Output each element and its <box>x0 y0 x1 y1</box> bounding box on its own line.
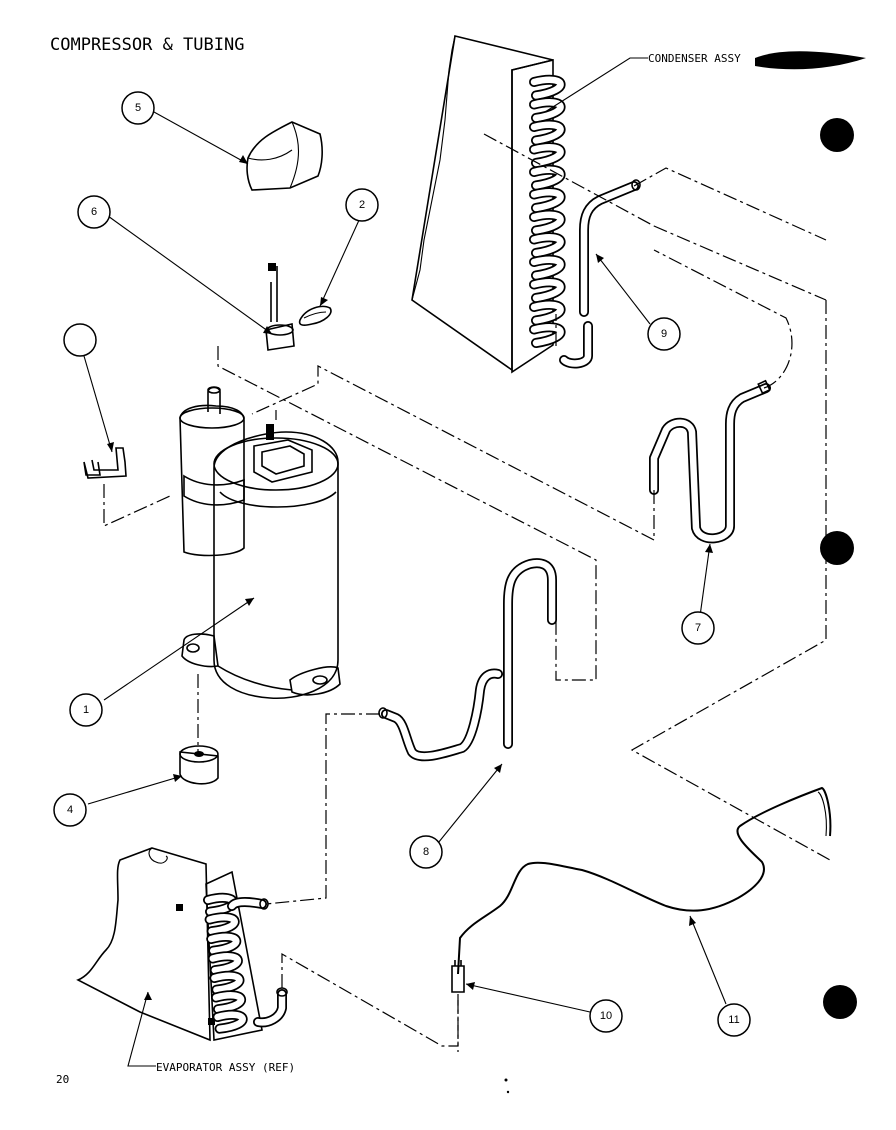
coil-bend-inner <box>530 279 564 302</box>
coil-bend-inner <box>530 189 564 212</box>
callout-4: 4 <box>53 793 87 827</box>
page-number: 20 <box>56 1073 69 1086</box>
page-title: COMPRESSOR & TUBING <box>50 35 244 55</box>
grommet-part <box>179 745 219 785</box>
coil-bend-inner <box>530 99 564 122</box>
compressor-part <box>179 386 341 700</box>
svg-text:5: 5 <box>135 102 141 114</box>
svg-text:1: 1 <box>83 704 89 716</box>
coil-bend-inner <box>530 256 564 279</box>
callout-7: 7 <box>681 611 715 645</box>
coil-bend-inner <box>530 121 564 144</box>
coil-bend-inner <box>530 301 564 324</box>
terminal-cover-part <box>246 121 323 191</box>
svg-text:4: 4 <box>67 804 73 816</box>
evaporator-label: EVAPORATOR ASSY (REF) <box>156 1061 295 1074</box>
callout-1: 1 <box>69 693 103 727</box>
coil-bend-inner <box>212 992 245 1013</box>
callout-9: 9 <box>647 317 681 351</box>
binder-hole-middle <box>820 531 854 565</box>
coil-bend-inner <box>530 76 564 99</box>
bracket-part <box>83 447 127 479</box>
evaporator-pointer <box>127 991 156 1067</box>
redaction-mark <box>755 51 866 70</box>
svg-text:7: 7 <box>695 622 701 634</box>
callout-3 <box>63 323 97 357</box>
callout-10: 10 <box>589 999 623 1033</box>
evaporator-assembly <box>76 847 288 1042</box>
coil-bend-inner <box>530 166 564 189</box>
capillary-tube-part <box>457 786 832 975</box>
connecting-tube-part <box>378 558 557 762</box>
coil-bend-inner <box>530 234 564 257</box>
coil-bend-inner <box>207 933 240 954</box>
coil-bend-inner <box>206 914 238 935</box>
callout-11: 11 <box>717 1003 751 1037</box>
coil-bend-inner <box>211 972 243 993</box>
binder-hole-bottom <box>823 985 857 1019</box>
strainer-part <box>451 960 465 993</box>
discharge-tube-part <box>559 179 641 369</box>
binder-hole-top <box>820 118 854 152</box>
condenser-assembly: CONDENSER ASSY <box>411 35 866 374</box>
callout-2: 2 <box>345 188 379 222</box>
coil-bend-inner <box>530 144 564 167</box>
suction-tube-part <box>649 379 771 544</box>
svg-text:10: 10 <box>600 1010 612 1022</box>
clip-part <box>298 305 332 326</box>
svg-text:2: 2 <box>359 199 365 211</box>
svg-text:9: 9 <box>661 328 667 340</box>
coil-bend-inner <box>530 211 564 234</box>
svg-text:6: 6 <box>91 206 97 218</box>
coil-bend-inner <box>214 1011 246 1032</box>
coil-bend-inner <box>530 324 564 347</box>
connection-lines <box>103 133 831 1052</box>
callout-8: 8 <box>409 835 443 869</box>
coil-bend-inner <box>209 953 242 974</box>
svg-text:8: 8 <box>423 846 429 858</box>
svg-text:11: 11 <box>728 1014 739 1026</box>
leader-lines <box>83 111 727 1013</box>
callout-6: 6 <box>77 195 111 229</box>
overload-protector-part <box>265 263 295 351</box>
callout-5: 5 <box>121 91 155 125</box>
condenser-label: CONDENSER ASSY <box>648 52 741 65</box>
